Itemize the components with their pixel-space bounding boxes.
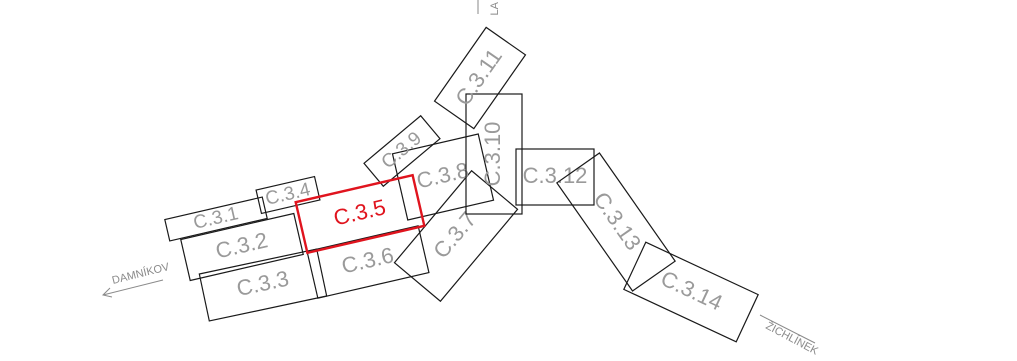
direction-west: DAMNÍKOV [102,260,172,298]
sector-label: C.3.4 [263,179,312,210]
sector-label: C.3.11 [450,44,507,110]
sector-label: C.3.3 [234,266,291,301]
sector-c34[interactable]: C.3.4 [255,175,321,215]
sector-label: C.3.1 [191,203,240,234]
sector-label: C.3.12 [523,163,588,188]
sector-c10[interactable]: C.3.10 [465,93,523,215]
sector-label: C.3.8 [414,157,471,193]
direction-southeast-label: ŽICHLÍNEK [764,319,821,358]
sector-c314[interactable]: C.3.14 [623,241,759,343]
direction-west-label: DAMNÍKOV [111,260,172,287]
direction-southeast: ŽICHLÍNEK [759,314,821,358]
sector-label: C.3.9 [378,128,426,173]
sector-label: C.3.10 [480,122,505,187]
sector-label: C.3.5 [331,194,388,230]
sector-c37[interactable]: C.3.7 [393,169,519,303]
sector-label: C.3.14 [657,265,726,315]
sector-c312[interactable]: C.3.12 [515,148,595,206]
sector-label: C.3.6 [339,242,396,278]
sector-c311[interactable]: C.3.11 [433,26,527,130]
sector-label: C.3.13 [589,187,647,254]
sector-label: C.3.7 [428,207,481,263]
direction-north-label: LA [489,1,501,15]
sector-label: C.3.2 [213,227,270,263]
direction-north: LA [477,0,501,15]
sector-c35[interactable]: C.3.5 [294,173,426,255]
